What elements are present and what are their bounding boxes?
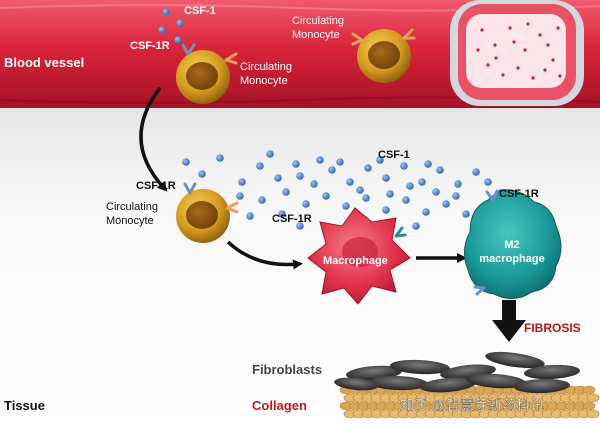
csf1-dot [472, 168, 480, 176]
csf1-dot [246, 212, 254, 220]
csf1-ligand-cluster-top [158, 8, 184, 44]
csf1-dot [442, 200, 450, 208]
csf1-label-top: CSF-1 [184, 5, 216, 17]
tissue-label: Tissue [4, 398, 45, 413]
csf1-dot [424, 160, 432, 168]
csf1-dot [484, 178, 492, 186]
collagen-segment [582, 401, 596, 411]
csf1-dot [328, 166, 336, 174]
csf1-dot [452, 192, 460, 200]
csf1-ligand-cloud [182, 150, 492, 230]
watermark-text: 知乎 @智慧芽新药科讯 [400, 397, 544, 413]
csf1-dot [462, 210, 470, 218]
csf1-dot [342, 202, 350, 210]
csf1-dot [310, 180, 318, 188]
csf1-dot [422, 208, 430, 216]
fibrosis-arrow [492, 300, 526, 342]
csf1-dot [296, 222, 304, 230]
collagen-segment [586, 409, 600, 419]
csf1-dot [402, 196, 410, 204]
csf1-dot [258, 196, 266, 204]
csf1-dot [278, 210, 286, 218]
macrophage-cell [307, 207, 411, 305]
csf1r-label-right: CSF-1R [499, 188, 539, 200]
csf1r-receptor-icon [224, 52, 238, 65]
vessel-cross-section-icon [450, 0, 584, 106]
csf1-dot [412, 222, 420, 230]
csf1-dot [382, 174, 390, 182]
csf1r-receptor-icon [181, 43, 196, 56]
m2-label-line2: macrophage [479, 253, 544, 265]
fibroblast-cells [334, 351, 580, 394]
fibroblasts-label: Fibroblasts [252, 362, 322, 377]
csf1-dot [182, 158, 190, 166]
csf1-dot [236, 192, 244, 200]
csf1-dot [346, 178, 354, 186]
csf1-dot [386, 190, 394, 198]
csf1-dot [292, 160, 300, 168]
csf1-dot [336, 158, 344, 166]
csf1-dot [382, 206, 390, 214]
csf1-dot [316, 156, 324, 164]
collagen-segment [582, 385, 596, 395]
csf1-dot [282, 188, 290, 196]
m2-label-line1: M2 [504, 239, 519, 251]
csf1-dot [296, 172, 304, 180]
csf1-dot [356, 186, 364, 194]
migration-arrow [139, 86, 168, 192]
monocyte-cell-2 [351, 28, 416, 83]
csf1-dot [364, 164, 372, 172]
circulating-monocyte-label-2-line1: Circulating [292, 15, 344, 27]
monocyte-cell-3 [176, 182, 239, 243]
csf1-label-mid: CSF-1 [378, 149, 410, 161]
monocyte-cell-1 [176, 43, 238, 104]
csf1-dot [302, 200, 310, 208]
m2-macrophage-cell [464, 189, 562, 299]
circulating-monocyte-label-2-line2: Monocyte [292, 29, 340, 41]
csf1-dot [322, 192, 330, 200]
csf1r-label-left: CSF-1R [136, 180, 176, 192]
circulating-monocyte-label-1-line1: Circulating [240, 61, 292, 73]
csf1-dot [266, 150, 274, 158]
csf1-dot [256, 162, 264, 170]
differentiation-arrow [226, 240, 303, 270]
collagen-label: Collagen [252, 398, 307, 413]
csf1-dot [362, 194, 370, 202]
csf1-dot [454, 180, 462, 188]
fibrosis-label: FIBROSIS [524, 321, 581, 335]
macrophage-label: Macrophage [323, 255, 388, 267]
csf1-dot [274, 174, 282, 182]
csf1-dot [406, 182, 414, 190]
csf1-dot [432, 188, 440, 196]
csf1-dot [400, 162, 408, 170]
csf1-dot [238, 178, 246, 186]
csf1r-label-top: CSF-1R [130, 40, 170, 52]
csf1-dot [198, 170, 206, 178]
csf1r-label-mid: CSF-1R [272, 213, 312, 225]
collagen-segment [586, 393, 600, 403]
csf1-dot [418, 178, 426, 186]
csf1-dot [436, 166, 444, 174]
blood-vessel-label: Blood vessel [4, 55, 84, 70]
circulating-monocyte-label-3-line2: Monocyte [106, 215, 154, 227]
circulating-monocyte-label-3-line1: Circulating [106, 201, 158, 213]
csf1-dot [216, 154, 224, 162]
circulating-monocyte-label-1-line2: Monocyte [240, 75, 288, 87]
csf1-dot [376, 156, 384, 164]
